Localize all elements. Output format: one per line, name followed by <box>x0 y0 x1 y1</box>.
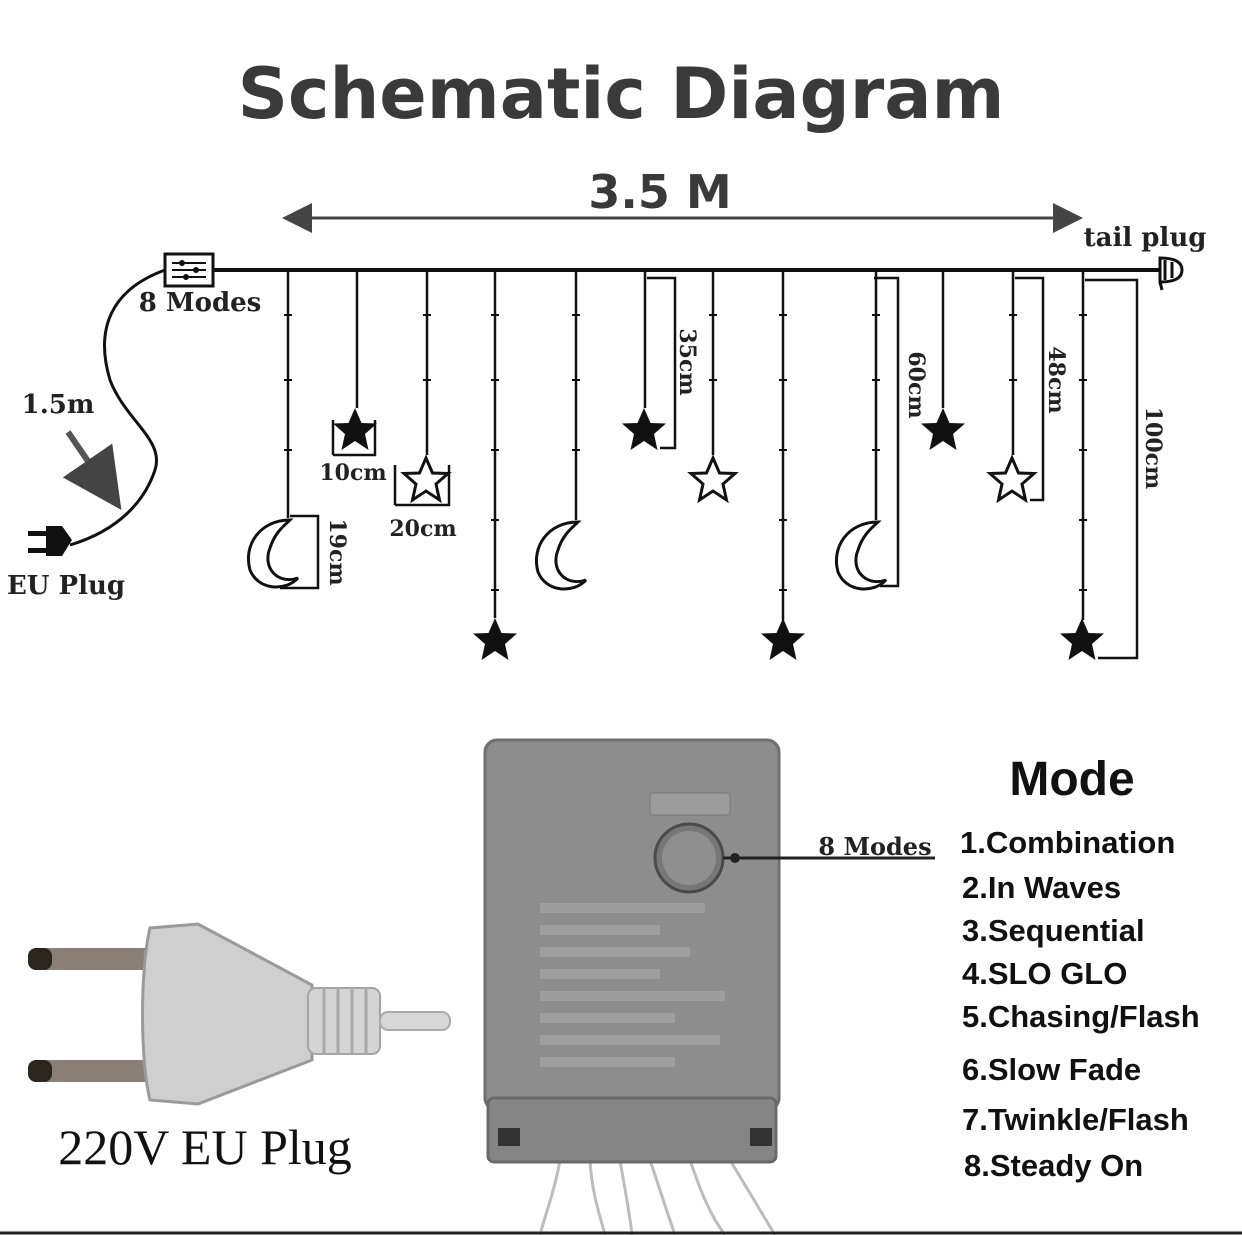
dimension-label-20cm: 20cm <box>389 516 456 542</box>
mode-item: 4.SLO GLO <box>962 956 1127 991</box>
dimension-label-100cm: 100cm <box>1140 407 1166 490</box>
controller-modes-label: 8 Modes <box>139 288 262 318</box>
lead-length-label: 1.5m <box>22 390 95 420</box>
mode-item: 5.Chasing/Flash <box>962 999 1200 1034</box>
mode-item: 1.Combination <box>960 825 1175 860</box>
lead-cable <box>69 268 166 547</box>
tail-plug-icon <box>1140 256 1184 291</box>
dimension-label-19cm: 19cm <box>324 518 350 585</box>
lead-arrow <box>62 430 122 510</box>
button-modes-label: 8 Modes <box>818 832 931 861</box>
moon-icon <box>535 520 588 591</box>
mode-item: 7.Twinkle/Flash <box>962 1102 1189 1137</box>
mode-item: 8.Steady On <box>964 1148 1143 1183</box>
mode-item: 6.Slow Fade <box>962 1052 1141 1087</box>
star-filled-icon <box>473 618 517 660</box>
eu-plug-icon <box>28 526 72 556</box>
controller-box-photo <box>483 738 781 1235</box>
star-filled-icon <box>1060 618 1104 660</box>
moon-icon <box>247 518 300 589</box>
tail-plug-label: tail plug <box>1084 223 1207 253</box>
plug-caption: 220V EU Plug <box>58 1119 352 1175</box>
moon-icon <box>835 520 888 591</box>
button-pointer-dot <box>730 853 740 863</box>
star-filled-icon <box>333 408 377 450</box>
star-outline-icon <box>689 456 737 502</box>
dimension-label-60cm: 60cm <box>903 351 929 418</box>
dimension-label-35cm: 35cm <box>674 328 700 395</box>
mode-item: 3.Sequential <box>962 913 1145 948</box>
drop-wires <box>286 270 1085 620</box>
dimension-brackets <box>280 276 1139 660</box>
large-eu-plug-icon <box>28 922 451 1106</box>
dimension-label-10cm: 10cm <box>319 460 386 486</box>
star-outline-icon <box>988 456 1036 502</box>
dimension-label-48cm: 48cm <box>1043 346 1069 413</box>
star-filled-icon <box>761 618 805 660</box>
mode-item: 2.In Waves <box>962 870 1121 905</box>
star-filled-icon <box>622 408 666 450</box>
star-outline-icon <box>402 456 450 502</box>
mode-list: 1.Combination 2.In Waves 3.Sequential 4.… <box>960 825 1200 1183</box>
diagram-title: Schematic Diagram <box>238 53 1005 135</box>
controller-box-icon <box>163 252 215 288</box>
drop-ticks <box>284 314 1087 591</box>
total-length-label: 3.5 M <box>588 165 731 219</box>
mode-heading: Mode <box>1009 753 1134 806</box>
eu-plug-label: EU Plug <box>7 571 125 601</box>
